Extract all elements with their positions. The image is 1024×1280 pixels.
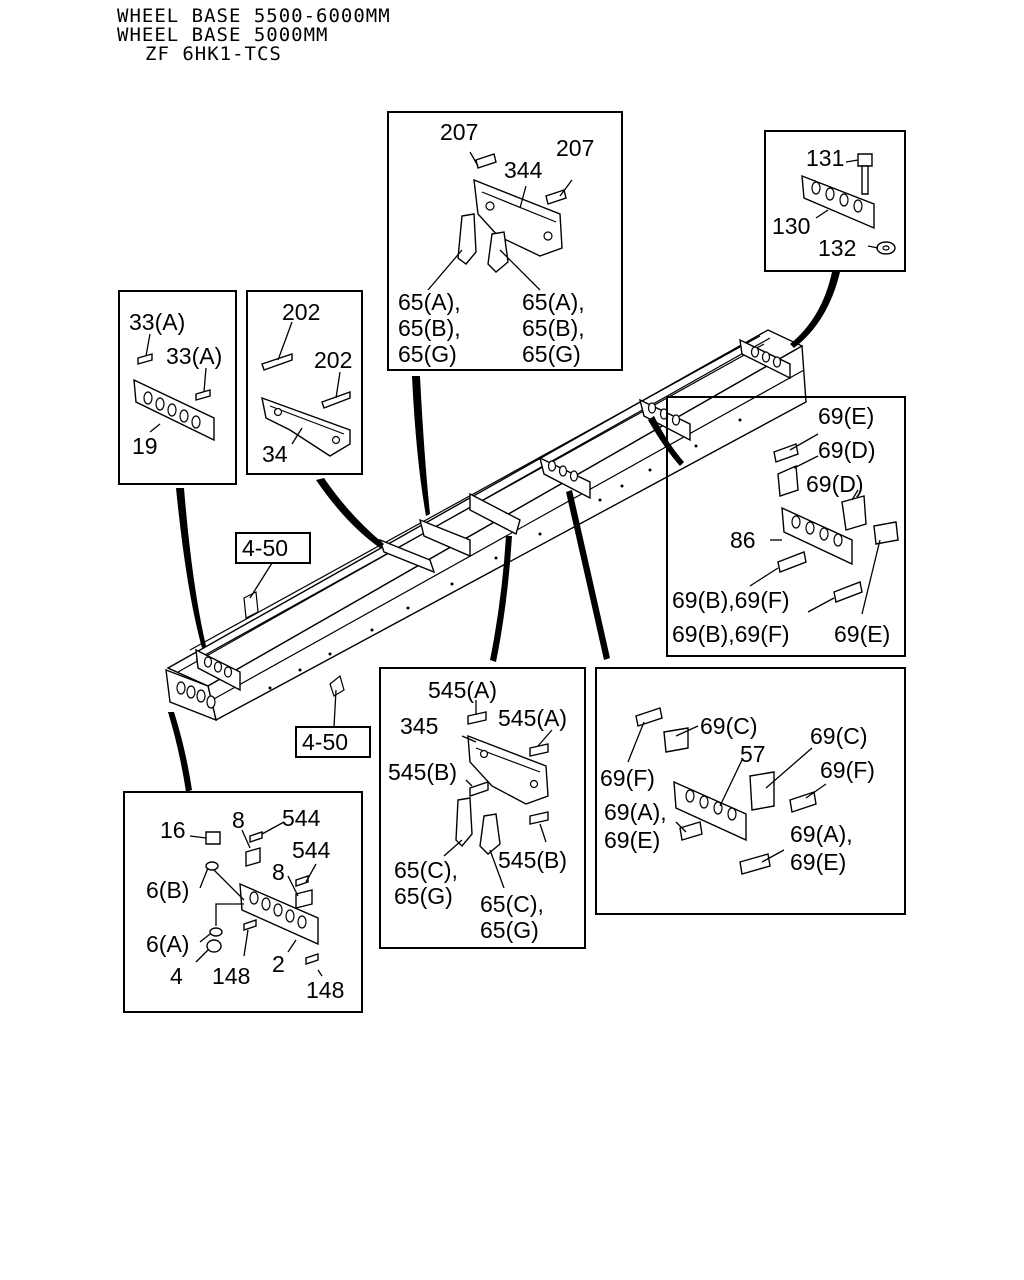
callout-69b-69f-b: 69(B),69(F) bbox=[672, 621, 790, 647]
callout-65g-right: 65(G) bbox=[522, 341, 581, 367]
callout-545b-left: 545(B) bbox=[388, 759, 457, 785]
reference-top-label: 4-50 bbox=[242, 535, 288, 561]
detail-box-top-right: 131 130 132 bbox=[764, 130, 906, 272]
callout-69e-right: 69(E) bbox=[790, 849, 846, 875]
callout-65a-right: 65(A), bbox=[522, 289, 585, 315]
callout-132: 132 bbox=[818, 235, 856, 261]
detail-box-left-bottom: 16 8 544 8 544 6(B) 6(A) 4 148 2 148 bbox=[123, 791, 363, 1013]
callout-65g-left: 65(G) bbox=[394, 883, 453, 909]
callout-69e-top: 69(E) bbox=[818, 403, 874, 429]
header-line-2: WHEEL BASE 5000MM bbox=[117, 24, 328, 46]
header-line-3: ZF 6HK1-TCS bbox=[145, 43, 282, 65]
callout-86: 86 bbox=[730, 527, 756, 553]
callout-69a-right: 69(A), bbox=[790, 821, 853, 847]
callout-148-b: 148 bbox=[306, 977, 344, 1003]
chassis-frame bbox=[165, 329, 807, 722]
callout-8-b: 8 bbox=[272, 859, 285, 885]
callout-69c-b: 69(C) bbox=[810, 723, 868, 749]
callout-544-b: 544 bbox=[292, 837, 331, 863]
callout-4: 4 bbox=[170, 963, 183, 989]
diagram-header: WHEEL BASE 5500-6000MM WHEEL BASE 5000MM… bbox=[117, 5, 391, 65]
callout-544-a: 544 bbox=[282, 805, 321, 831]
callout-202-right: 202 bbox=[314, 347, 352, 373]
callout-69e-bottom: 69(E) bbox=[834, 621, 890, 647]
callout-202-top: 202 bbox=[282, 299, 320, 325]
header-line-1: WHEEL BASE 5500-6000MM bbox=[117, 5, 391, 27]
callout-69f-right: 69(F) bbox=[820, 757, 875, 783]
callout-545b-right: 545(B) bbox=[498, 847, 567, 873]
callout-207-b: 207 bbox=[556, 135, 594, 161]
callout-65b-right: 65(B), bbox=[522, 315, 585, 341]
detail-box-right-bottom: 69(C) 69(C) 57 69(F) 69(F) 69(A), 69(E) … bbox=[595, 667, 906, 915]
callout-345: 345 bbox=[400, 713, 438, 739]
callout-148-a: 148 bbox=[212, 963, 250, 989]
detail-box-left-1: 33(A) 33(A) 19 bbox=[118, 290, 237, 485]
callout-33a-top: 33(A) bbox=[129, 309, 185, 335]
callout-65a-left: 65(A), bbox=[398, 289, 461, 315]
detail-box-top-center: 207 207 344 65(A), 65(B), 65(G) 65(A), 6… bbox=[387, 111, 623, 371]
reference-bottom[interactable]: 4-50 bbox=[295, 689, 371, 758]
callout-69b-69f-a: 69(B),69(F) bbox=[672, 587, 790, 613]
frame-bolt-holes bbox=[268, 418, 742, 690]
callout-69a-left: 69(A), bbox=[604, 799, 667, 825]
callout-57: 57 bbox=[740, 741, 766, 767]
callout-545a-top: 545(A) bbox=[428, 677, 497, 703]
callout-69d-a: 69(D) bbox=[818, 437, 876, 463]
detail-box-left-2: 202 202 34 bbox=[246, 290, 363, 475]
detail-box-center-bottom: 545(A) 345 545(A) 545(B) 545(B) 65(C), 6… bbox=[379, 667, 586, 949]
callout-6a: 6(A) bbox=[146, 931, 189, 957]
callout-65b-left: 65(B), bbox=[398, 315, 461, 341]
connector-swooshes bbox=[168, 272, 840, 792]
callout-130: 130 bbox=[772, 213, 810, 239]
callout-16: 16 bbox=[160, 817, 186, 843]
callout-33a-right: 33(A) bbox=[166, 343, 222, 369]
callout-34: 34 bbox=[262, 441, 288, 467]
callout-69e-left: 69(E) bbox=[604, 827, 660, 853]
callout-545a-right: 545(A) bbox=[498, 705, 567, 731]
detail-box-right-mid: 69(E) 69(D) 69(D) 86 69(B),69(F) 69(B),6… bbox=[666, 396, 906, 657]
callout-65c-right: 65(C), bbox=[480, 891, 544, 917]
callout-65g-left: 65(G) bbox=[398, 341, 457, 367]
callout-131: 131 bbox=[806, 145, 844, 171]
reference-top[interactable]: 4-50 bbox=[235, 532, 311, 599]
callout-344: 344 bbox=[504, 157, 543, 183]
callout-69d-b: 69(D) bbox=[806, 471, 864, 497]
reference-bottom-label: 4-50 bbox=[302, 729, 348, 755]
callout-19: 19 bbox=[132, 433, 158, 459]
callout-69c-a: 69(C) bbox=[700, 713, 758, 739]
callout-6b: 6(B) bbox=[146, 877, 189, 903]
callout-65c-left: 65(C), bbox=[394, 857, 458, 883]
callout-65g-right: 65(G) bbox=[480, 917, 539, 943]
callout-2: 2 bbox=[272, 951, 285, 977]
callout-207-a: 207 bbox=[440, 119, 478, 145]
callout-8-a: 8 bbox=[232, 807, 245, 833]
callout-69f-left: 69(F) bbox=[600, 765, 655, 791]
